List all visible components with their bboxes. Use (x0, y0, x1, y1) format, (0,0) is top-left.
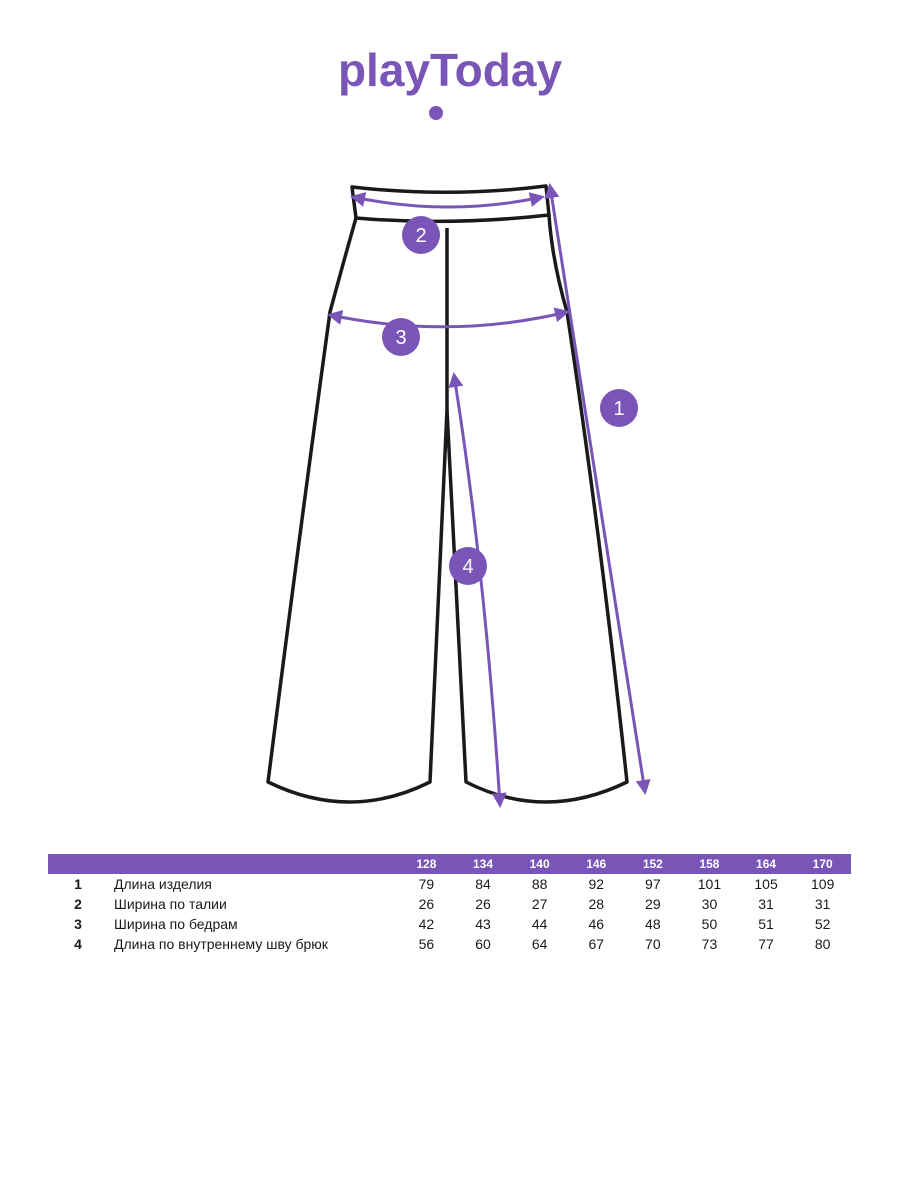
size-header: 128 (398, 854, 455, 874)
size-header: 170 (794, 854, 851, 874)
table-cell: 52 (814, 916, 831, 932)
svg-text:4: 4 (462, 556, 473, 578)
row-number: 1 (74, 876, 82, 892)
header-blank (48, 854, 109, 874)
brand-logo: playToday (338, 44, 563, 120)
size-table: 128 134 140 146 152 158 164 170 1 Длина … (48, 854, 851, 954)
marker-1: 1 (600, 389, 638, 427)
row-label: Длина изделия (114, 876, 212, 892)
waistband (350, 184, 551, 224)
table-cell: 88 (531, 876, 548, 892)
table-cell: 105 (754, 876, 778, 892)
size-header-row: 128 134 140 146 152 158 164 170 (48, 854, 851, 874)
table-cell: 51 (758, 916, 774, 932)
hip-width-arrow (327, 307, 570, 329)
size-header: 164 (737, 854, 795, 874)
table-cell: 84 (475, 876, 491, 892)
row-label: Длина по внутреннему шву брюк (114, 936, 328, 952)
pants-diagram: 1 2 3 4 (266, 183, 651, 808)
marker-4: 4 (449, 547, 487, 585)
table-cell: 44 (531, 916, 548, 932)
svg-text:3: 3 (395, 327, 406, 349)
table-cell: 28 (588, 896, 605, 912)
table-cell: 26 (475, 896, 491, 912)
table-cell: 29 (645, 896, 661, 912)
table-cell: 92 (588, 876, 605, 892)
header-blank (108, 854, 399, 874)
table-cell: 79 (418, 876, 435, 892)
size-header: 158 (681, 854, 738, 874)
row-number: 3 (74, 916, 82, 932)
table-row: 3 Ширина по бедрам 42 43 44 46 48 50 51 … (48, 914, 851, 934)
table-cell: 56 (418, 936, 435, 952)
table-cell: 48 (645, 916, 661, 932)
marker-3: 3 (382, 318, 420, 356)
table-cell: 97 (645, 876, 661, 892)
table-cell: 46 (588, 916, 605, 932)
table-cell: 30 (701, 896, 718, 912)
table-row: 4 Длина по внутреннему шву брюк 56 60 64… (48, 934, 851, 954)
row-label: Ширина по бедрам (114, 916, 238, 932)
pants-outline (266, 184, 629, 804)
table-cell: 67 (588, 936, 605, 952)
row-label: Ширина по талии (114, 896, 227, 912)
table-cell: 77 (758, 936, 774, 952)
table-cell: 64 (531, 936, 548, 952)
table-cell: 31 (814, 896, 831, 912)
table-cell: 31 (758, 896, 774, 912)
table-row: 1 Длина изделия 79 84 88 92 97 101 105 1… (48, 874, 851, 894)
table-cell: 42 (418, 916, 435, 932)
waist-width-arrow (350, 192, 545, 209)
svg-text:2: 2 (415, 225, 426, 247)
brand-logo-dot (429, 106, 443, 120)
table-cell: 50 (701, 916, 718, 932)
inseam-length-arrow (448, 372, 507, 808)
marker-2: 2 (402, 216, 440, 254)
brand-logo-text: playToday (338, 44, 563, 96)
table-cell: 27 (531, 896, 548, 912)
table-cell: 60 (475, 936, 491, 952)
table-cell: 101 (697, 876, 722, 892)
table-cell: 80 (814, 936, 831, 952)
size-header: 140 (511, 854, 568, 874)
table-cell: 26 (418, 896, 435, 912)
size-header: 134 (454, 854, 512, 874)
size-header: 146 (567, 854, 625, 874)
row-number: 4 (74, 936, 82, 952)
table-row: 2 Ширина по талии 26 26 27 28 29 30 31 3… (48, 894, 851, 914)
svg-text:1: 1 (613, 398, 624, 420)
size-header: 152 (624, 854, 682, 874)
length-arrow (544, 183, 651, 795)
table-cell: 43 (475, 916, 491, 932)
table-cell: 109 (811, 876, 835, 892)
table-cell: 70 (645, 936, 661, 952)
table-cell: 73 (701, 936, 718, 952)
row-number: 2 (74, 896, 82, 912)
